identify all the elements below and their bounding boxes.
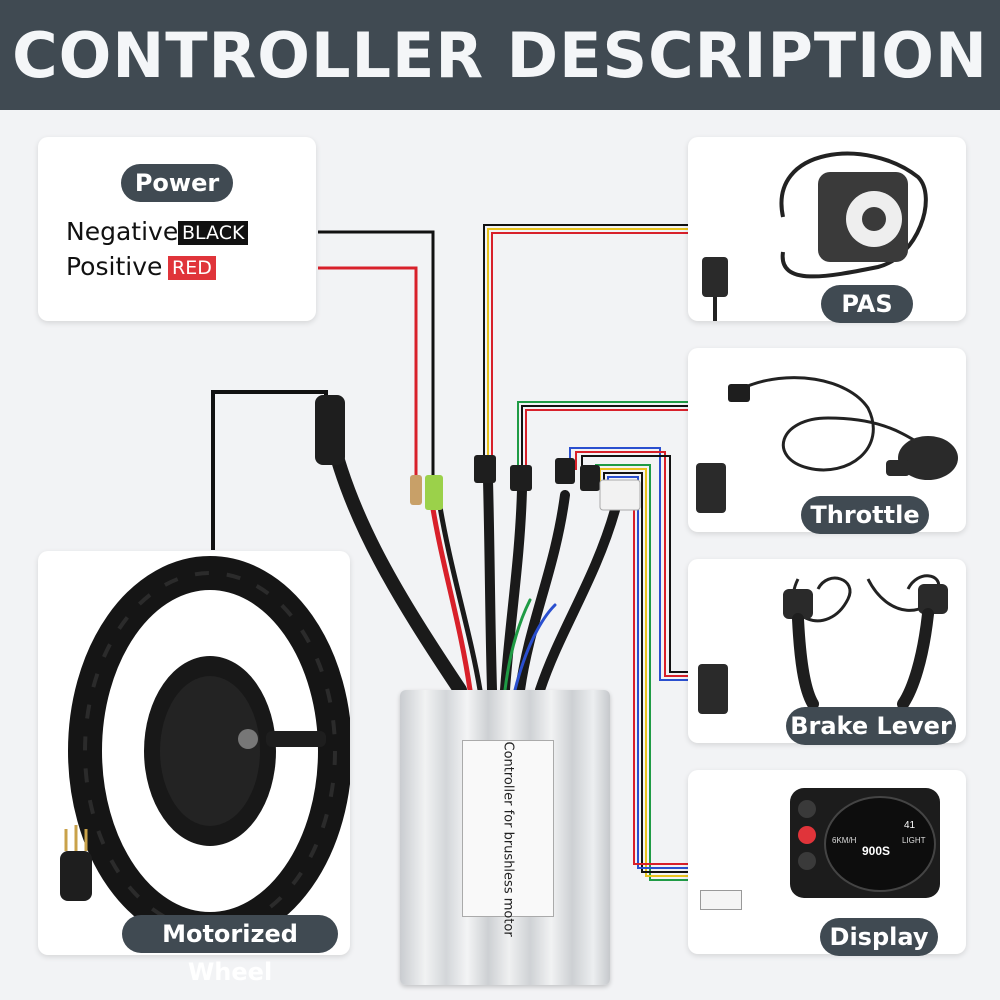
power-pill: Power [121,164,233,202]
power-card: Power Negative BLACK Positive RED [38,137,316,321]
throttle-pill: Throttle [801,496,929,534]
down-button-icon[interactable] [798,852,816,870]
header-banner: CONTROLLER DESCRIPTION [0,0,1000,110]
wire-pas [483,224,688,470]
pas-card: PAS [688,137,966,323]
display-unit: 41 6KM/H LIGHT 900S [790,788,940,898]
motorized-wheel-image [60,556,350,946]
display-pill: Display [820,918,938,956]
display-screen: 41 6KM/H LIGHT 900S [824,796,936,892]
display-unit-text: 6KM/H [832,836,857,845]
wire-power-positive [318,266,418,480]
positive-color-tag: RED [168,256,216,280]
display-big-number: 41 [904,820,916,831]
wheel-pill: Motorized Wheel [122,915,338,986]
positive-label: Positive [66,252,163,281]
negative-color-tag: BLACK [178,221,249,245]
brake-connector-2 [580,465,600,491]
page-title: CONTROLLER DESCRIPTION [12,18,988,92]
throttle-image [696,376,958,513]
power-terminal-red [410,475,422,505]
display-card: 41 6KM/H LIGHT 900S Display [688,770,966,956]
wheel-card: Motorized Wheel [38,551,350,986]
up-button-icon[interactable] [798,800,816,818]
brake-card: Brake Lever [688,559,966,745]
wire-motor [211,390,328,550]
brake-connector-1 [555,458,575,484]
display-speed: 900S [862,844,891,858]
display-connector [599,479,641,511]
wire-throttle [517,401,688,475]
pas-sensor-image [702,151,928,321]
controller-box: Controller for brushless motor [400,690,610,985]
brake-pill: Brake Lever [786,707,956,745]
throttle-connector [510,465,532,491]
pas-connector [474,455,496,483]
controller-label: Controller for brushless motor [462,740,554,937]
wire-power-negative [318,230,435,480]
pas-pill: PAS [821,285,913,323]
display-plug-icon [700,890,742,910]
power-terminal-green [425,475,443,510]
display-light-text: LIGHT [902,836,926,845]
throttle-card: Throttle [688,348,966,534]
wire-brake [569,447,688,681]
power-button-icon[interactable] [798,826,816,844]
brake-lever-image [698,574,948,714]
motor-connector [315,395,345,465]
negative-label: Negative [66,217,179,246]
